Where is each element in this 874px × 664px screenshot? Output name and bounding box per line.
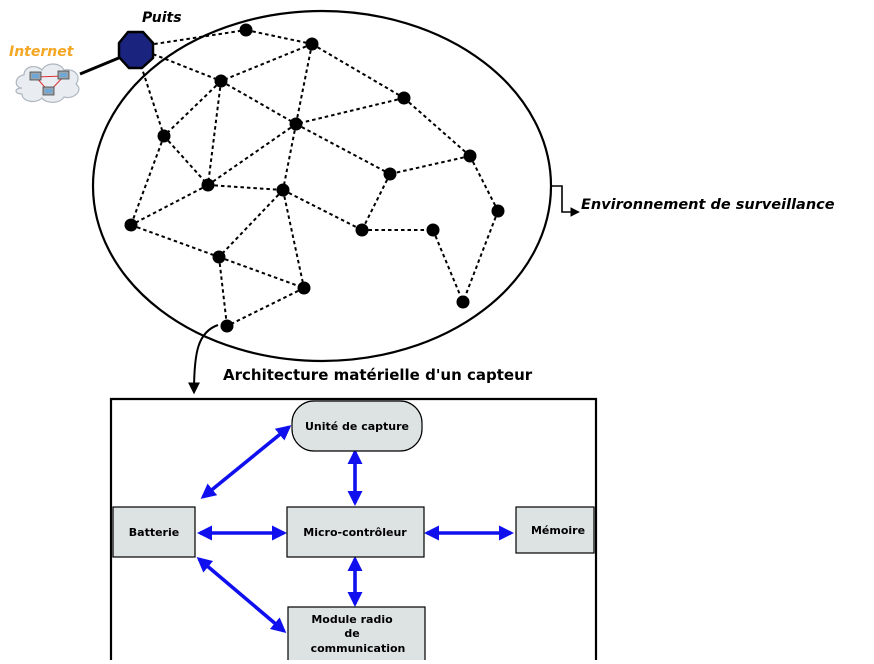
environment-label: Environnement de surveillance xyxy=(581,197,835,213)
environment-connector xyxy=(551,185,580,217)
sensor-node xyxy=(491,204,505,218)
sensor-node xyxy=(289,117,303,131)
battery-label: Batterie xyxy=(129,526,179,539)
sensor-node xyxy=(397,91,411,105)
radio-module-label-line3: communication xyxy=(311,642,406,655)
monitoring-area-ellipse xyxy=(91,9,553,363)
sensor-node xyxy=(212,250,226,264)
sink-label: Puits xyxy=(142,10,182,26)
radio-module-label-line2: de xyxy=(344,627,359,640)
capture-unit-label: Unité de capture xyxy=(305,420,409,433)
sensor-node xyxy=(305,37,319,51)
internet-cloud-icon xyxy=(15,63,80,103)
capture-unit-box xyxy=(291,400,423,452)
microcontroller-label: Micro-contrôleur xyxy=(303,526,407,539)
memory-box xyxy=(515,506,595,554)
architecture-title: Architecture matérielle d'un capteur xyxy=(223,366,533,384)
sensor-nodes xyxy=(124,23,505,333)
microcontroller-box xyxy=(286,506,425,558)
sensor-node xyxy=(426,223,440,237)
sensor-node xyxy=(157,129,171,143)
battery-box xyxy=(112,506,196,558)
node-to-architecture-arrow xyxy=(188,324,219,395)
sensor-node xyxy=(239,23,253,37)
sensor-node xyxy=(276,183,290,197)
component-arrows xyxy=(196,425,515,633)
sensor-node xyxy=(355,223,369,237)
architecture-frame xyxy=(109,397,598,660)
sensor-node xyxy=(214,74,228,88)
radio-module-box xyxy=(287,606,426,664)
sensor-node xyxy=(124,218,138,232)
internet-label: Internet xyxy=(9,44,75,60)
memory-label: Mémoire xyxy=(531,524,585,537)
network-links xyxy=(130,29,499,327)
internet-sink-link xyxy=(79,53,127,76)
sensor-node xyxy=(456,295,470,309)
sensor-node xyxy=(201,178,215,192)
sensor-node xyxy=(463,149,477,163)
sink-node xyxy=(117,30,155,70)
sensor-node xyxy=(220,319,234,333)
arrow-battery-capture xyxy=(200,425,292,499)
radio-module-label-line1: Module radio xyxy=(311,613,393,626)
sensor-node xyxy=(297,281,311,295)
arrow-battery-radio xyxy=(196,557,287,633)
sensor-node xyxy=(383,167,397,181)
